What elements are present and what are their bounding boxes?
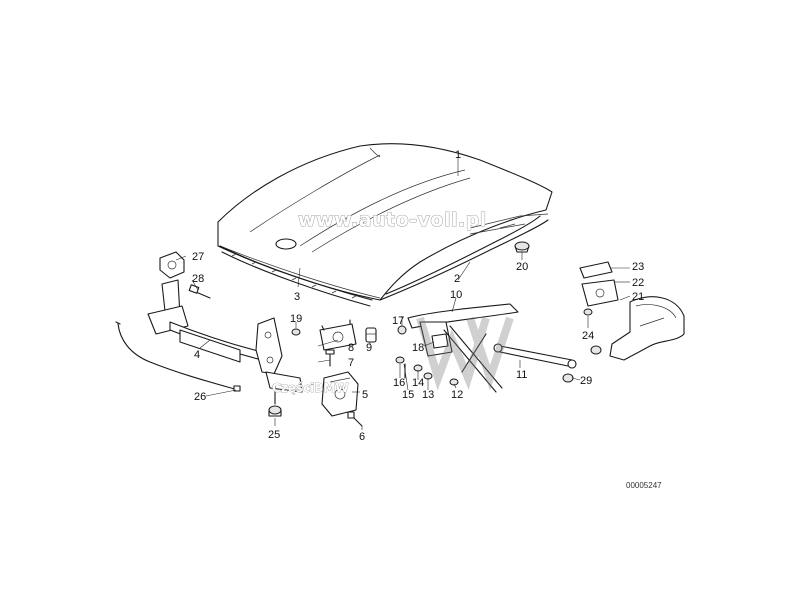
watermark-secondary-text: CzęściBMW (272, 381, 349, 395)
callout-17: 17 (392, 315, 404, 327)
callout-23: 23 (632, 261, 644, 273)
callout-9: 9 (366, 342, 372, 354)
hood-inner-seal (379, 213, 549, 301)
callout-6: 6 (359, 431, 365, 443)
callout-25: 25 (268, 429, 280, 441)
callout-20: 20 (516, 261, 528, 273)
callout-7: 7 (348, 357, 354, 369)
callout-13: 13 (422, 389, 434, 401)
hinge-arm-4 (169, 317, 303, 393)
fasteners-12-16 (395, 356, 459, 386)
callout-16: 16 (393, 377, 405, 389)
callout-22: 22 (632, 277, 644, 289)
release-cable-26 (115, 321, 241, 392)
rubber-buffer-20 (514, 241, 530, 253)
callout-2: 2 (454, 273, 460, 285)
leader-lines (175, 158, 631, 430)
callout-19: 19 (290, 313, 302, 325)
watermark-logo (416, 316, 514, 391)
callout-21: 21 (632, 291, 644, 303)
lock-bracket-8 (319, 319, 357, 351)
callout-15: 15 (402, 389, 414, 401)
right-hinge-arm-10 (397, 303, 519, 393)
callout-3: 3 (294, 291, 300, 303)
callout-10: 10 (450, 289, 462, 301)
callout-24: 24 (582, 330, 594, 342)
right-hinge-assembly (562, 261, 685, 383)
bushing-9 (365, 327, 377, 343)
callout-8: 8 (348, 342, 354, 354)
front-seal-strip (219, 245, 373, 307)
left-hinge-bracket (147, 251, 211, 335)
gas-strut-11 (493, 343, 577, 369)
callout-1: 1 (455, 149, 461, 161)
callout-labels: 1 2 3 4 5 6 7 8 9 10 11 12 13 14 15 16 1… (192, 149, 644, 443)
watermark-text: www.auto-voll.pl (298, 209, 487, 231)
callout-14: 14 (412, 377, 424, 389)
callout-26: 26 (194, 391, 206, 403)
bonnet-hood (217, 143, 553, 301)
callout-28: 28 (192, 273, 204, 285)
callout-29: 29 (580, 375, 592, 387)
callout-12: 12 (451, 389, 463, 401)
bolt-6 (347, 411, 363, 427)
hood-lock-5 (321, 371, 359, 417)
callout-11: 11 (516, 369, 527, 381)
bolt-7 (325, 349, 335, 367)
callout-27: 27 (192, 251, 204, 263)
nut-25 (268, 383, 282, 417)
reference-code: 00005247 (626, 481, 662, 490)
callout-18: 18 (412, 342, 424, 354)
callout-4: 4 (194, 349, 200, 361)
callout-5: 5 (362, 389, 368, 401)
cap-19 (291, 328, 301, 336)
